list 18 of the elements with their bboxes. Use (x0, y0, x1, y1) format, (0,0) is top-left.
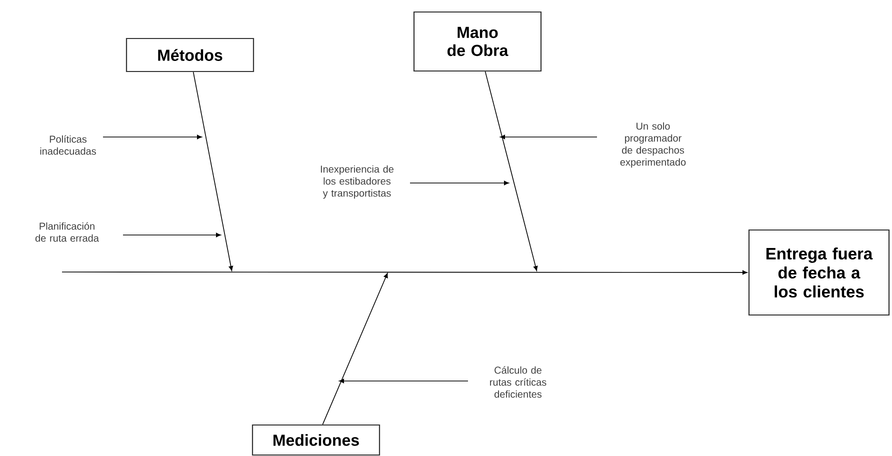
arrow (322, 272, 388, 425)
category-box: Mediciones (252, 424, 380, 456)
arrow (122, 232, 221, 238)
arrow (102, 134, 202, 140)
cause-text: Políticas inadecuadas (40, 135, 96, 155)
cause-text: Planificación de ruta errada (35, 222, 99, 242)
cause-text: Inexperiencia de los estibadores y transportistas (320, 165, 394, 199)
category-box: Métodos (126, 38, 254, 72)
effect-box: Entrega fuera de fecha a los clientes (748, 229, 890, 316)
cause-text: Cálculo de rutas críticas deficientes (490, 366, 546, 398)
arrow (339, 378, 468, 384)
arrow (484, 71, 538, 271)
cause-text: Un solo programador de despachos experimentado (620, 122, 686, 168)
arrow (192, 72, 234, 271)
arrow (410, 180, 509, 186)
arrow (500, 134, 598, 140)
category-box: Mano de Obra (413, 11, 542, 72)
arrow (62, 270, 748, 275)
